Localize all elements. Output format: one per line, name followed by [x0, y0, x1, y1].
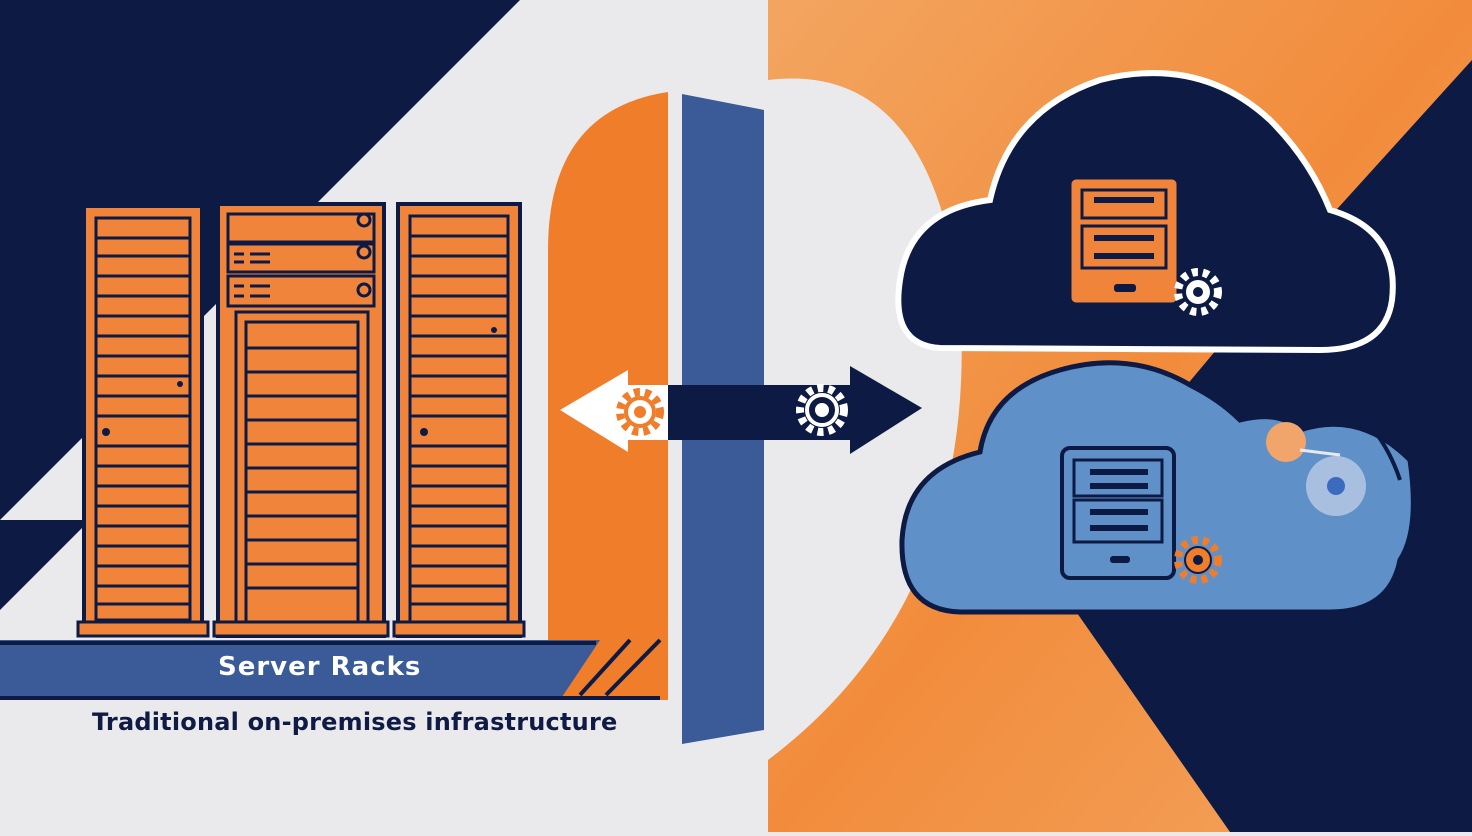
cloud-icon	[895, 70, 1396, 354]
database-icon	[1068, 176, 1180, 306]
server-rack-icon	[76, 204, 210, 638]
banner-platform	[0, 640, 600, 700]
server-rack-icon	[212, 202, 390, 638]
banner-title: Server Racks	[218, 652, 422, 682]
gear-icon	[1174, 268, 1222, 316]
arrow-right-icon	[668, 366, 922, 454]
cloud-icon	[899, 360, 1416, 615]
gear-icon	[1174, 536, 1222, 584]
server-rack-icon	[392, 202, 526, 638]
caption-subtitle: Traditional on-premises infrastructure	[92, 708, 618, 736]
database-icon	[1060, 446, 1176, 580]
arrow-left-icon	[560, 370, 668, 452]
gear-icon	[796, 384, 848, 436]
gear-icon	[616, 388, 664, 436]
